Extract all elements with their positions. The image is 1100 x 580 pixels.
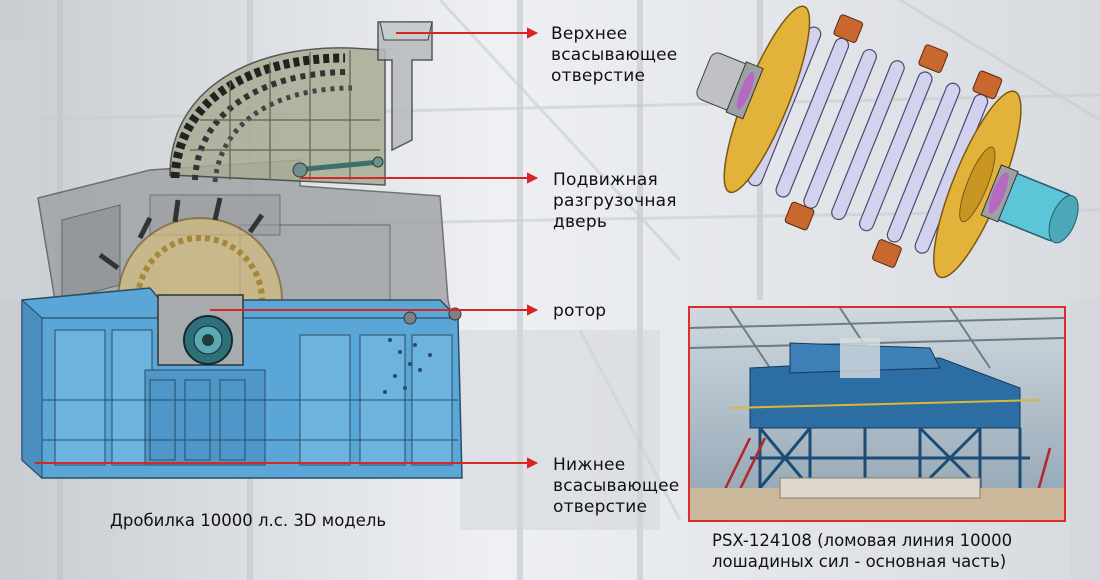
label-discharge-door-line3: дверь (553, 212, 608, 232)
label-rotor-line1: ротор (553, 301, 607, 321)
blue-base-frame (21, 287, 463, 480)
label-rotor: ротор (553, 301, 606, 322)
caption-photo-line1: PSX-124108 (ломовая линия 10000 (712, 531, 1013, 550)
caption-3d-model-text: Дробилка 10000 л.с. 3D модель (110, 511, 387, 530)
upper-inlet-chute (377, 21, 433, 152)
upper-hood-grate (169, 47, 386, 186)
label-upper-inlet-line1: Верхнее (551, 24, 628, 44)
plant-photo (688, 306, 1066, 522)
label-lower-inlet: Нижнее всасывающее отверстие (553, 455, 679, 518)
label-discharge-door-line1: Подвижная (553, 170, 658, 190)
bearing-housing (157, 294, 244, 366)
label-lower-inlet-line2: всасывающее (553, 476, 680, 496)
label-lower-inlet-line1: Нижнее (553, 455, 626, 475)
label-lower-inlet-line3: отверстие (553, 497, 648, 517)
discharge-door-cylinder (292, 156, 384, 178)
plant-photo-illustration (690, 308, 1064, 520)
caption-photo-line2: лошадиных сил - основная часть) (712, 552, 1007, 571)
caption-photo: PSX-124108 (ломовая линия 10000 лошадины… (712, 530, 1012, 572)
label-discharge-door-line2: разгрузочная (553, 191, 677, 211)
leader-lines (35, 27, 539, 469)
label-discharge-door: Подвижная разгрузочная дверь (553, 170, 677, 233)
label-upper-inlet: Верхнее всасывающее отверстие (551, 24, 677, 87)
label-upper-inlet-line2: всасывающее (551, 45, 678, 65)
rotor-hammers (784, 14, 1003, 268)
caption-3d-model: Дробилка 10000 л.с. 3D модель (110, 510, 386, 531)
label-upper-inlet-line3: отверстие (551, 66, 646, 86)
